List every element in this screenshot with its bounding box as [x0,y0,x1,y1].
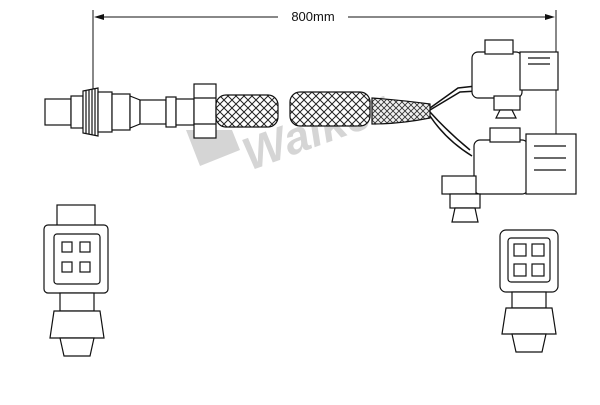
connector-face-left [43,204,109,357]
sensor-probe [44,87,195,137]
braided-sleeve [215,91,431,128]
connector-heater [471,39,559,119]
dimension-label: 800mm [278,9,348,24]
connector-face-right [499,229,559,353]
connector-signal [441,127,577,223]
crimp-collar [193,83,217,139]
